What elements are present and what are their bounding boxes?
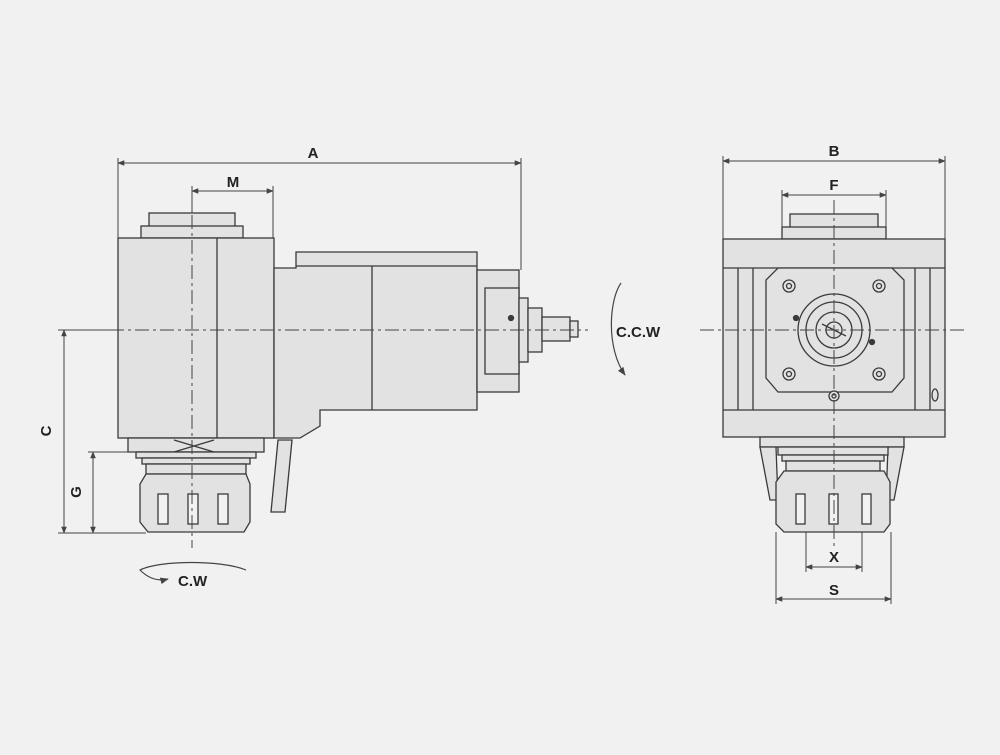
dim-a-label: A bbox=[308, 145, 319, 162]
main-housing bbox=[117, 237, 275, 439]
front-neck bbox=[759, 436, 905, 448]
cw-arrow-icon bbox=[138, 561, 247, 585]
arm-body bbox=[273, 251, 478, 439]
front-centerlines bbox=[700, 200, 968, 548]
side-centerlines bbox=[60, 190, 588, 548]
front-dimensions bbox=[722, 156, 946, 604]
ccw-label: C.C.W bbox=[616, 324, 661, 341]
spindle-ring-1 bbox=[135, 451, 257, 459]
cw-label: C.W bbox=[178, 573, 208, 590]
dim-s-label: S bbox=[829, 582, 839, 599]
dim-f-label: F bbox=[829, 177, 838, 194]
rotation-arrows bbox=[138, 282, 626, 585]
ccw-arrow-icon bbox=[610, 282, 626, 376]
dim-x-label: X bbox=[829, 549, 839, 566]
dim-c-label: C bbox=[38, 425, 55, 436]
end-cap-inner bbox=[484, 287, 520, 375]
side-lever bbox=[270, 439, 293, 513]
side-view bbox=[117, 212, 579, 533]
dim-m-label: M bbox=[227, 174, 240, 191]
dim-b-label: B bbox=[829, 143, 840, 160]
drive-shaft-tip bbox=[569, 320, 579, 338]
spindle-ring-2 bbox=[141, 457, 251, 465]
spindle-ring-3 bbox=[145, 463, 247, 475]
drive-shaft bbox=[541, 316, 571, 342]
dim-g-label: G bbox=[68, 486, 85, 498]
side-dimensions bbox=[58, 158, 522, 534]
